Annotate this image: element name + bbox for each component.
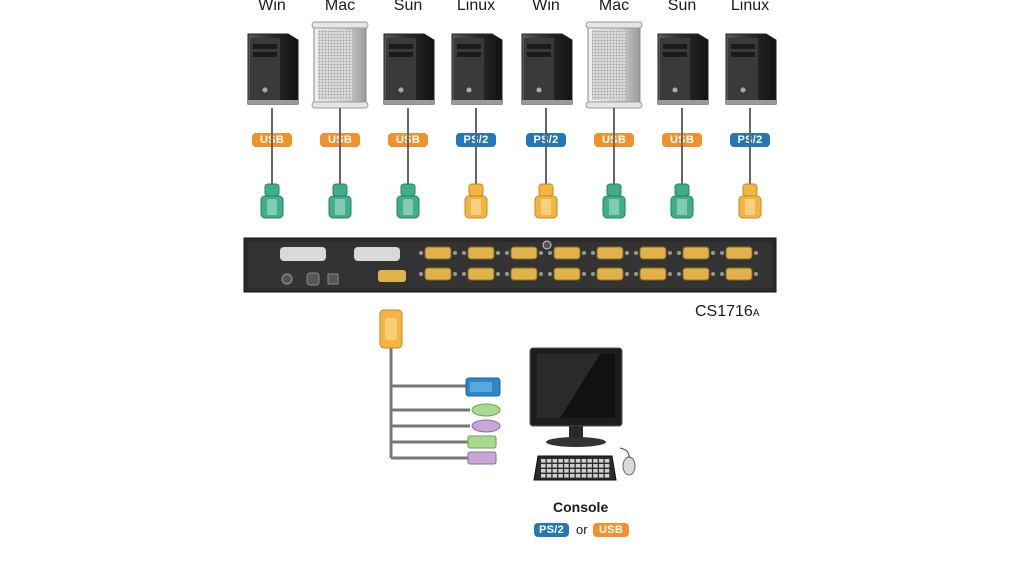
os-label: Linux [456,0,496,14]
usb-kvm-cable-plug-icon [396,183,420,219]
keyboard-icon [533,455,617,481]
os-label: Sun [667,0,697,14]
cpu-port [553,246,581,260]
tower-computer-icon [247,33,299,105]
firmware-switch [327,273,339,285]
ps2-kvm-cable-plug-icon [464,183,488,219]
tower-computer-icon [725,33,777,105]
tower-computer-icon [451,33,503,105]
console-port [354,247,400,261]
cpu-port [553,267,581,281]
usb-kvm-cable-plug-icon [602,183,626,219]
cpu-port [510,246,538,260]
or-text: or [576,522,588,537]
cpu-port [596,267,624,281]
usb-kvm-cable-plug-icon [260,183,284,219]
ps2-mouse-plug-icon [471,403,501,417]
mouse-icon [622,456,636,476]
ps2-kvm-cable-plug-icon [738,183,762,219]
cpu-port [639,267,667,281]
mac-pro-computer-icon [311,21,369,109]
cpu-port [424,246,452,260]
ps2-kvm-cable-plug-icon [534,183,558,219]
cpu-port [682,246,710,260]
cpu-port [510,267,538,281]
console-ps2-tag: PS/2 [534,523,569,537]
parallel-port [280,247,326,261]
tower-computer-icon [657,33,709,105]
power-jack [281,273,293,285]
console-title: Console [553,499,609,515]
console-usb-tag: USB [593,523,629,537]
usb-kvm-cable-plug-icon [670,183,694,219]
os-label: Mac [324,0,356,14]
os-label: Mac [598,0,630,14]
usb-kvm-cable-plug-icon [328,183,352,219]
console-vga-port [378,270,406,282]
os-label: Linux [730,0,770,14]
cpu-port [467,246,495,260]
kvm-switch-device [243,237,777,293]
cpu-port [424,267,452,281]
console-workstation [529,347,636,481]
tower-computer-icon [383,33,435,105]
power-switch [306,272,320,286]
audio-speaker-plug-icon [467,451,497,465]
cpu-port [725,267,753,281]
ps2-keyboard-plug-icon [471,419,501,433]
console-cable [379,309,501,465]
cpu-port [596,246,624,260]
os-label: Win [258,0,286,14]
cpu-port [682,267,710,281]
ground-screw [542,240,552,250]
tower-computer-icon [521,33,573,105]
os-label: Sun [393,0,423,14]
cpu-port [725,246,753,260]
os-label: Win [532,0,560,14]
device-model-label: CS1716A [695,303,760,320]
audio-mic-plug-icon [467,435,497,449]
cpu-port [467,267,495,281]
mac-pro-computer-icon [585,21,643,109]
cpu-port [639,246,667,260]
